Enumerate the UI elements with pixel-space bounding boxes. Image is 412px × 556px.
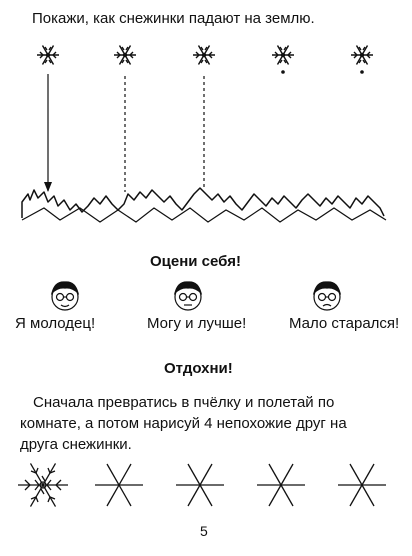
- child-face-icon[interactable]: [168, 278, 208, 314]
- snowflake-drawing-area: [18, 463, 386, 507]
- rest-task-line: друга снежинки.: [20, 436, 132, 453]
- self-assessment-option[interactable]: Мало старался!: [289, 315, 400, 332]
- snowflake-icon: [271, 44, 295, 66]
- snowflake-icon: [350, 44, 374, 66]
- self-assessment-option[interactable]: Я молодец!: [15, 315, 96, 332]
- child-face-icon[interactable]: [45, 278, 85, 314]
- snowflake-blank-icon[interactable]: [95, 463, 143, 507]
- snowflake-icon: [113, 44, 137, 66]
- snowflake-pattern-icon: [18, 463, 68, 507]
- snowflake-icon: [36, 44, 60, 66]
- rest-task-line: комнате, а потом нарисуй 4 непохожие дру…: [20, 415, 347, 432]
- child-face-icon[interactable]: [307, 278, 347, 314]
- rest-heading: Отдохни!: [164, 360, 233, 377]
- snowflake-blank-icon[interactable]: [176, 463, 224, 507]
- self-assessment-heading: Оцени себя!: [150, 253, 241, 270]
- page-number: 5: [200, 523, 208, 539]
- self-assessment-option[interactable]: Могу и лучше!: [147, 315, 247, 332]
- start-dot[interactable]: [281, 70, 285, 74]
- snowflake-blank-icon[interactable]: [338, 463, 386, 507]
- forest-icon: [21, 187, 387, 223]
- snowflake-icon: [192, 44, 216, 66]
- snowflake-path-area: [36, 44, 374, 192]
- rest-task-line: Сначала превратись в пчёлку и полетай по: [33, 394, 335, 411]
- start-dot[interactable]: [360, 70, 364, 74]
- rest-task-text: Сначала превратись в пчёлку и полетай по…: [20, 392, 400, 455]
- arrow-head: [44, 182, 52, 192]
- snowflake-blank-icon[interactable]: [257, 463, 305, 507]
- task-instruction: Покажи, как снежинки падают на землю.: [32, 10, 315, 27]
